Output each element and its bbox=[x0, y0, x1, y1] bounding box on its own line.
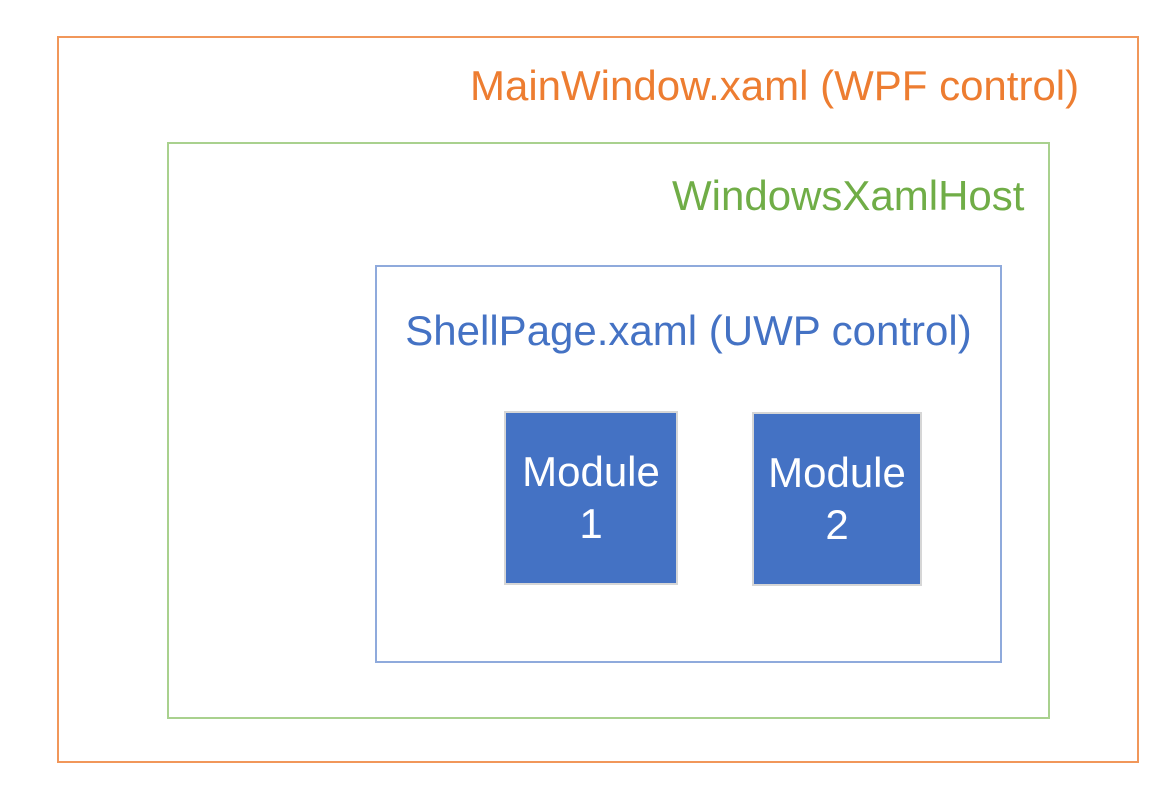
wpf-mainwindow-box: MainWindow.xaml (WPF control) WindowsXam… bbox=[57, 36, 1139, 763]
uwp-shellpage-label: ShellPage.xaml (UWP control) bbox=[405, 307, 972, 354]
module-2-label-line1: Module bbox=[768, 448, 906, 496]
module-2-box: Module 2 bbox=[752, 412, 922, 586]
module-1-label-line2: 1 bbox=[579, 500, 603, 547]
windows-xaml-host-box: WindowsXamlHost ShellPage.xaml (UWP cont… bbox=[167, 142, 1050, 719]
module-1-label-line1: Module bbox=[522, 447, 660, 495]
module-1-box: Module 1 bbox=[504, 411, 678, 585]
module-2-label-line2: 2 bbox=[825, 501, 849, 548]
wpf-mainwindow-label: MainWindow.xaml (WPF control) bbox=[470, 62, 1080, 109]
uwp-shellpage-box: ShellPage.xaml (UWP control) Module 1 Mo… bbox=[375, 265, 1002, 663]
windows-xaml-host-label: WindowsXamlHost bbox=[672, 172, 1025, 219]
